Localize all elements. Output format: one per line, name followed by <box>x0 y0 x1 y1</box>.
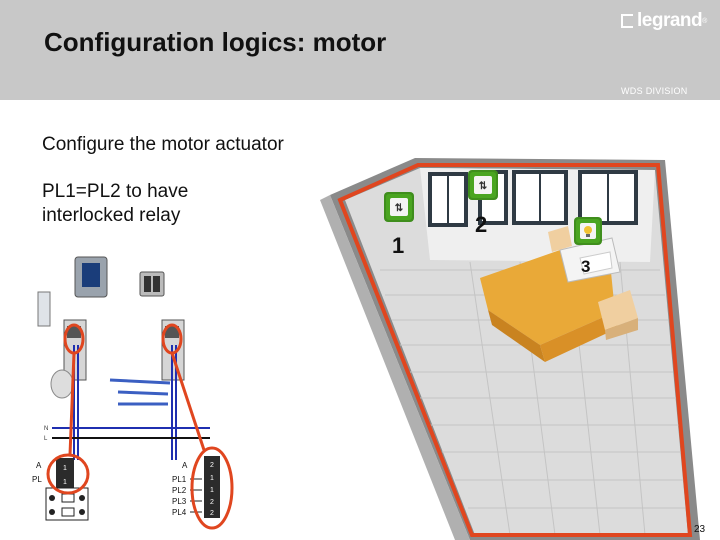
instruction-line-2: interlocked relay <box>42 205 181 226</box>
left-pl-label: PL <box>32 475 42 484</box>
room-highlight-outline <box>337 163 693 537</box>
left-wall-edge <box>320 195 470 540</box>
page-number: 23 <box>694 524 706 535</box>
svg-text:⇅: ⇅ <box>479 181 488 192</box>
right-cell-3: 1 <box>210 487 214 494</box>
instruction-line-1: PL1=PL2 to have <box>42 181 189 202</box>
left-cell-1: 1 <box>63 465 67 472</box>
zone-label-1: 1 <box>392 233 404 258</box>
wiring-diagram: N L A PL 1 1 A PL1 PL2 PL3 PL4 2 1 1 2 2 <box>32 256 234 530</box>
config-highlights <box>46 323 234 530</box>
lamp-icon <box>50 369 74 399</box>
legrand-mark-icon <box>621 14 633 28</box>
nightstand <box>548 226 638 340</box>
division-label: WDS DIVISION <box>621 86 688 96</box>
neutral-label: N <box>44 426 48 432</box>
header-bar: Configuration logics: motor legrand® WDS… <box>0 0 720 100</box>
room-illustration <box>320 158 700 540</box>
shutter-button-1: ⇅ <box>384 192 414 222</box>
line-label: L <box>44 436 48 442</box>
slide-title: Configuration logics: motor <box>44 27 387 57</box>
left-cell-2: 1 <box>63 479 67 486</box>
din-module <box>37 291 51 327</box>
right-pl4-label: PL4 <box>172 508 187 517</box>
push-button-block <box>139 271 165 297</box>
right-pl2-label: PL2 <box>172 486 187 495</box>
right-pl1-label: PL1 <box>172 475 187 484</box>
right-terminal-strip <box>204 456 220 518</box>
zone-label-2: 2 <box>475 212 487 237</box>
left-a-label: A <box>36 461 42 470</box>
right-cell-1: 2 <box>210 462 214 469</box>
shutter-button-2: ⇅ <box>468 170 498 200</box>
section-subtitle: Configure the motor actuator <box>42 134 284 155</box>
right-cell-2: 1 <box>210 475 214 482</box>
zone-label-3: 3 <box>581 257 590 276</box>
right-a-label: A <box>182 461 188 470</box>
windows <box>428 170 638 227</box>
shutter-motors <box>109 378 171 406</box>
instruction-text: PL1=PL2 to have interlocked relay <box>42 180 282 228</box>
right-cell-5: 2 <box>210 510 214 517</box>
light-button-3 <box>574 217 602 245</box>
bed <box>480 237 621 362</box>
brand-name: legrand <box>637 10 703 31</box>
left-terminal-strip <box>56 458 74 488</box>
legrand-logo: legrand® <box>621 10 707 32</box>
svg-text:⇅: ⇅ <box>395 203 404 214</box>
right-pl3-label: PL3 <box>172 497 187 506</box>
right-cell-4: 2 <box>210 499 214 506</box>
